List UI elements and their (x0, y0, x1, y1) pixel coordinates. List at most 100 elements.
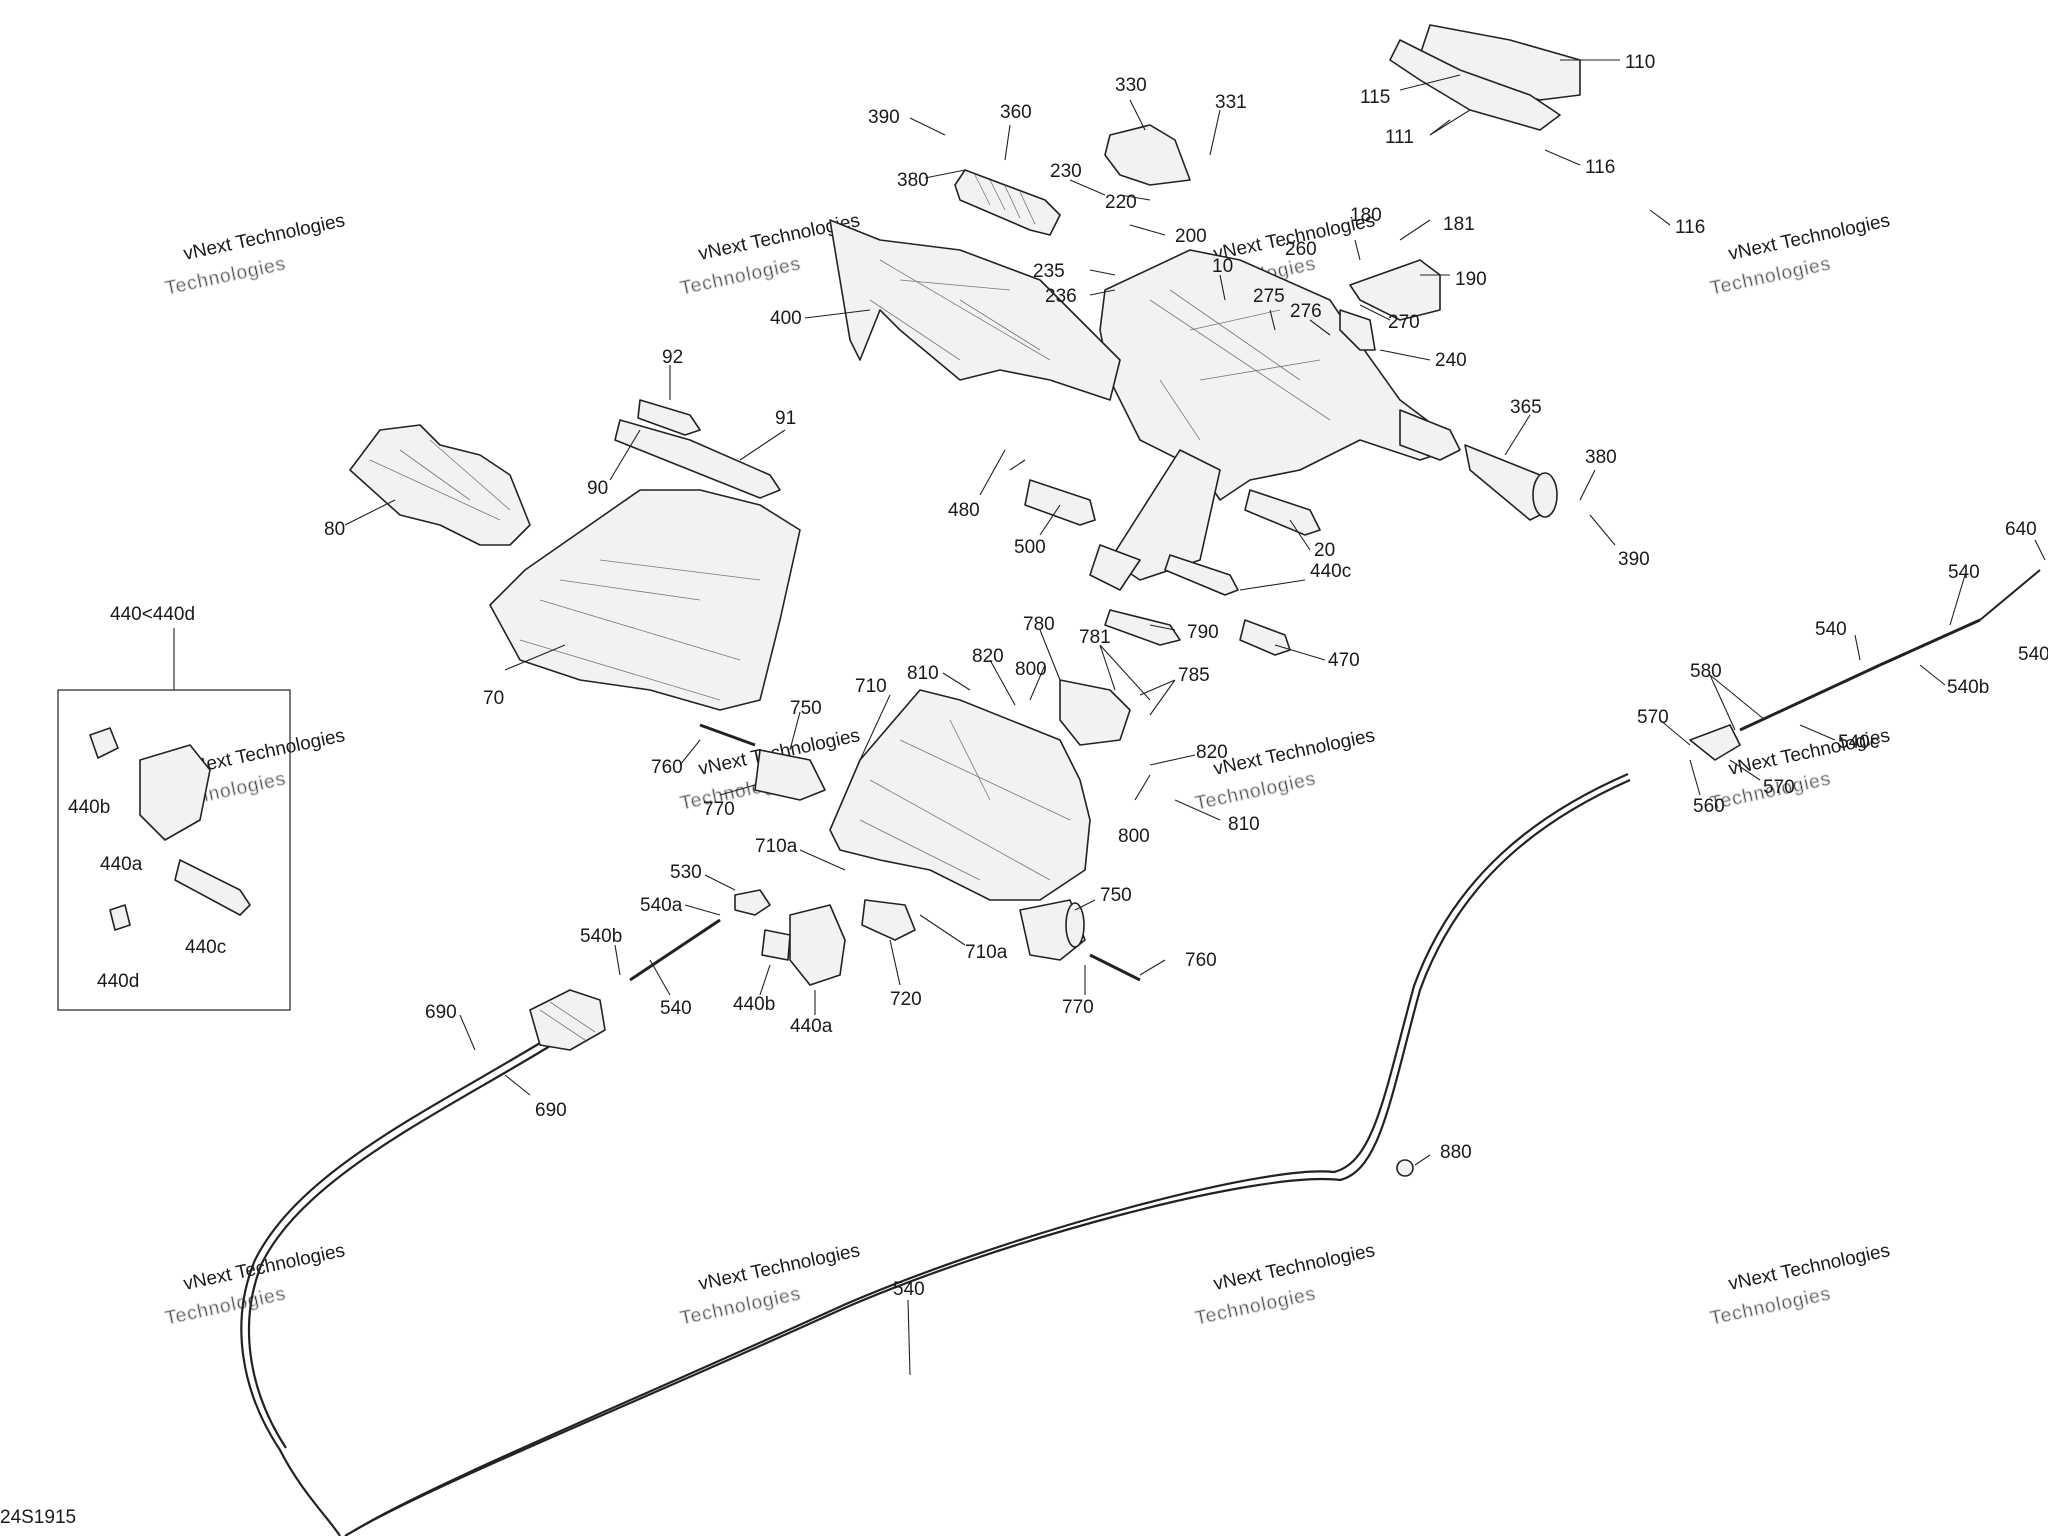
watermark-text: Technologies (678, 1283, 803, 1329)
callout-470: 470 (1328, 650, 1360, 671)
callout-276: 276 (1290, 301, 1322, 322)
callout-540a: 540a (640, 895, 683, 916)
callout-880: 880 (1440, 1142, 1472, 1163)
callout-440c: 440c (1310, 561, 1351, 582)
callout-116-right: 116 (1675, 217, 1705, 238)
callout-220: 220 (1105, 192, 1137, 213)
callout-530: 530 (670, 862, 702, 883)
callout-200: 200 (1175, 226, 1207, 247)
callout-785: 785 (1178, 665, 1210, 686)
hand-guard-330 (1104, 124, 1191, 186)
cap-440b (761, 929, 791, 961)
callout-270: 270 (1388, 312, 1420, 333)
callout-710a-top: 710a (755, 836, 798, 857)
callout-810-top: 810 (907, 663, 939, 684)
fitting-530 (734, 889, 771, 916)
callout-540b-right: 540b (1947, 677, 1989, 698)
callout-640: 640 (2005, 519, 2037, 540)
housing-710 (829, 689, 1091, 901)
inset-label-440a: 440a (100, 854, 143, 875)
callout-820-top: 820 (972, 646, 1004, 667)
cover-400 (829, 219, 1121, 401)
callout-750-right: 750 (1100, 885, 1132, 906)
bracket-91 (614, 419, 781, 499)
callout-790: 790 (1187, 622, 1219, 643)
callout-760-left: 760 (651, 757, 683, 778)
callout-540b-left: 540b (580, 926, 622, 947)
inset-label-440d: 440d (97, 971, 139, 992)
callout-760-right: 760 (1185, 950, 1217, 971)
callout-235: 235 (1033, 261, 1065, 282)
sleeve-750a (754, 749, 826, 801)
callout-690-top: 690 (425, 1002, 457, 1023)
clip-92 (637, 399, 701, 436)
watermark-text: Technologies (163, 253, 288, 299)
callout-80: 80 (324, 519, 345, 540)
callout-770-left: 770 (703, 799, 735, 820)
watermark-text: Technologies (1193, 1283, 1318, 1329)
callout-540-right: 540 (1815, 619, 1847, 640)
callout-70: 70 (483, 688, 504, 709)
callout-440b: 440b (733, 994, 775, 1015)
callout-90: 90 (587, 478, 608, 499)
steering-support-10 (1089, 249, 1461, 591)
bolt-760b (1089, 953, 1141, 982)
button-790 (1104, 609, 1181, 646)
left-grip-360 (954, 169, 1061, 236)
callout-540-left: 540 (660, 998, 692, 1019)
switch-440c (1164, 554, 1239, 596)
callout-labels: 110 115 111 116 116 390 360 330 331 380 … (324, 52, 2048, 1300)
watermark-text: Technologies (163, 1283, 288, 1329)
callout-115: 115 (1360, 87, 1390, 108)
callout-750-left: 750 (790, 698, 822, 719)
top-cover-110 (1389, 24, 1581, 131)
lever-190 (1349, 259, 1441, 321)
callout-781: 781 (1079, 627, 1111, 648)
console-70 (489, 489, 801, 711)
callout-560: 560 (1693, 796, 1725, 817)
callout-540-far-right: 540 (1948, 562, 1980, 583)
callout-540-edge: 540 (2018, 644, 2048, 665)
inset-label-440b: 440b (68, 797, 110, 818)
callout-500: 500 (1014, 537, 1046, 558)
callout-770-right: 770 (1062, 997, 1094, 1018)
callout-330: 330 (1115, 75, 1147, 96)
callout-710a-bottom: 710a (965, 942, 1008, 963)
connector-440a (789, 904, 846, 986)
callout-190: 190 (1455, 269, 1487, 290)
callout-110: 110 (1625, 52, 1655, 73)
lever-240 (1339, 309, 1376, 351)
callout-580: 580 (1690, 661, 1722, 682)
inset-label-440c: 440c (185, 937, 226, 958)
callout-236: 236 (1045, 286, 1077, 307)
callout-380-left: 380 (897, 170, 929, 191)
callout-780: 780 (1023, 614, 1055, 635)
callout-820-bottom: 820 (1196, 742, 1228, 763)
sleeve-750b (1019, 899, 1086, 961)
callout-540c: 540c (1838, 732, 1879, 753)
switch-500 (1024, 479, 1096, 526)
cylinder-470 (1239, 619, 1291, 656)
watermark-text: Technologies (1193, 768, 1318, 814)
front-cover-80 (349, 424, 531, 546)
cable-540 (240, 772, 1631, 1536)
inset-box: 440<440d 440b 440a 440c 440d (57, 604, 291, 1011)
callout-92: 92 (662, 347, 683, 368)
watermark-text: Technologies (678, 253, 803, 299)
callout-380-right: 380 (1585, 447, 1617, 468)
clip-880 (1396, 1159, 1414, 1177)
switch-20 (1244, 489, 1321, 536)
callout-540-bottom: 540 (893, 1279, 925, 1300)
callout-390-left: 390 (868, 107, 900, 128)
callout-440a: 440a (790, 1016, 833, 1037)
callout-710: 710 (855, 676, 887, 697)
right-grip-365 (1464, 444, 1558, 521)
callout-480: 480 (948, 500, 980, 521)
callout-360: 360 (1000, 102, 1032, 123)
callout-181: 181 (1443, 214, 1475, 235)
callout-230: 230 (1050, 161, 1082, 182)
callout-570-right: 570 (1763, 777, 1795, 798)
callout-260: 260 (1285, 239, 1317, 260)
callout-365: 365 (1510, 397, 1542, 418)
